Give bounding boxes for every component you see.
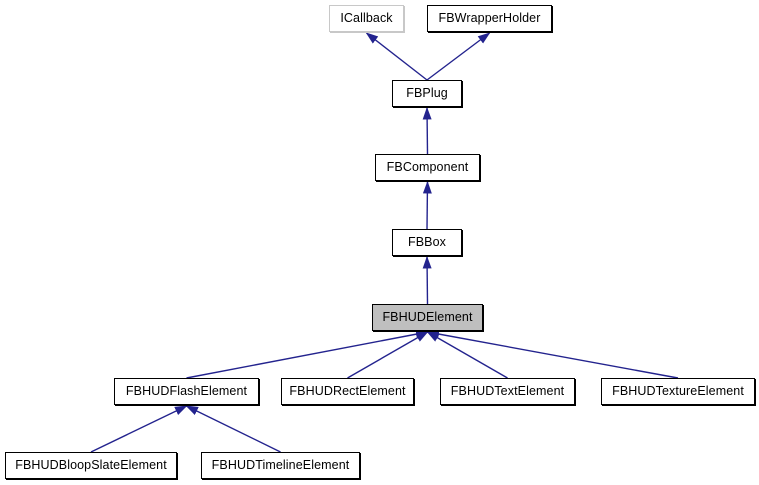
class-node-label: FBPlug: [406, 86, 448, 101]
class-node-fbhudflashelement[interactable]: FBHUDFlashElement: [114, 378, 259, 405]
class-node-fbhudbloopslateelement[interactable]: FBHUDBloopSlateElement: [5, 452, 177, 479]
inheritance-arrow: [422, 106, 432, 155]
class-node-fbhudtimelineelement[interactable]: FBHUDTimelineElement: [201, 452, 360, 479]
inheritance-arrow: [426, 32, 491, 81]
inheritance-arrow: [422, 255, 432, 305]
inheritance-arrow: [426, 331, 508, 379]
inheritance-arrow: [186, 329, 429, 379]
class-node-fbplug[interactable]: FBPlug: [392, 80, 462, 107]
inheritance-arrow: [347, 331, 429, 379]
class-node-fbhudrectelement[interactable]: FBHUDRectElement: [281, 378, 414, 405]
class-node-fbhudelement[interactable]: FBHUDElement: [372, 304, 483, 331]
class-node-icallback[interactable]: ICallback: [329, 5, 404, 32]
class-node-label: FBComponent: [386, 160, 469, 175]
inheritance-arrow: [365, 32, 428, 81]
class-node-label: FBHUDTimelineElement: [211, 458, 350, 473]
class-node-label: FBHUDTextElement: [450, 384, 565, 399]
class-node-fbcomponent[interactable]: FBComponent: [375, 154, 480, 181]
inheritance-arrow: [426, 329, 679, 379]
class-node-label: FBHUDFlashElement: [125, 384, 248, 399]
class-node-label: FBHUDRectElement: [289, 384, 406, 399]
class-node-fbhudtextelement[interactable]: FBHUDTextElement: [440, 378, 575, 405]
class-node-fbwrapperholder[interactable]: FBWrapperHolder: [427, 5, 552, 32]
class-node-label: FBHUDTextureElement: [612, 384, 744, 399]
class-node-label: FBHUDBloopSlateElement: [15, 458, 167, 473]
class-node-fbbox[interactable]: FBBox: [392, 229, 462, 256]
class-node-fbhudtextureelement[interactable]: FBHUDTextureElement: [601, 378, 755, 405]
inheritance-arrow: [422, 180, 432, 230]
inheritance-arrow: [185, 405, 281, 453]
class-node-label: FBWrapperHolder: [438, 11, 541, 26]
class-node-label: ICallback: [340, 11, 393, 26]
class-node-label: FBBox: [407, 235, 446, 250]
class-node-label: FBHUDElement: [382, 310, 473, 325]
inheritance-arrow: [90, 405, 188, 453]
